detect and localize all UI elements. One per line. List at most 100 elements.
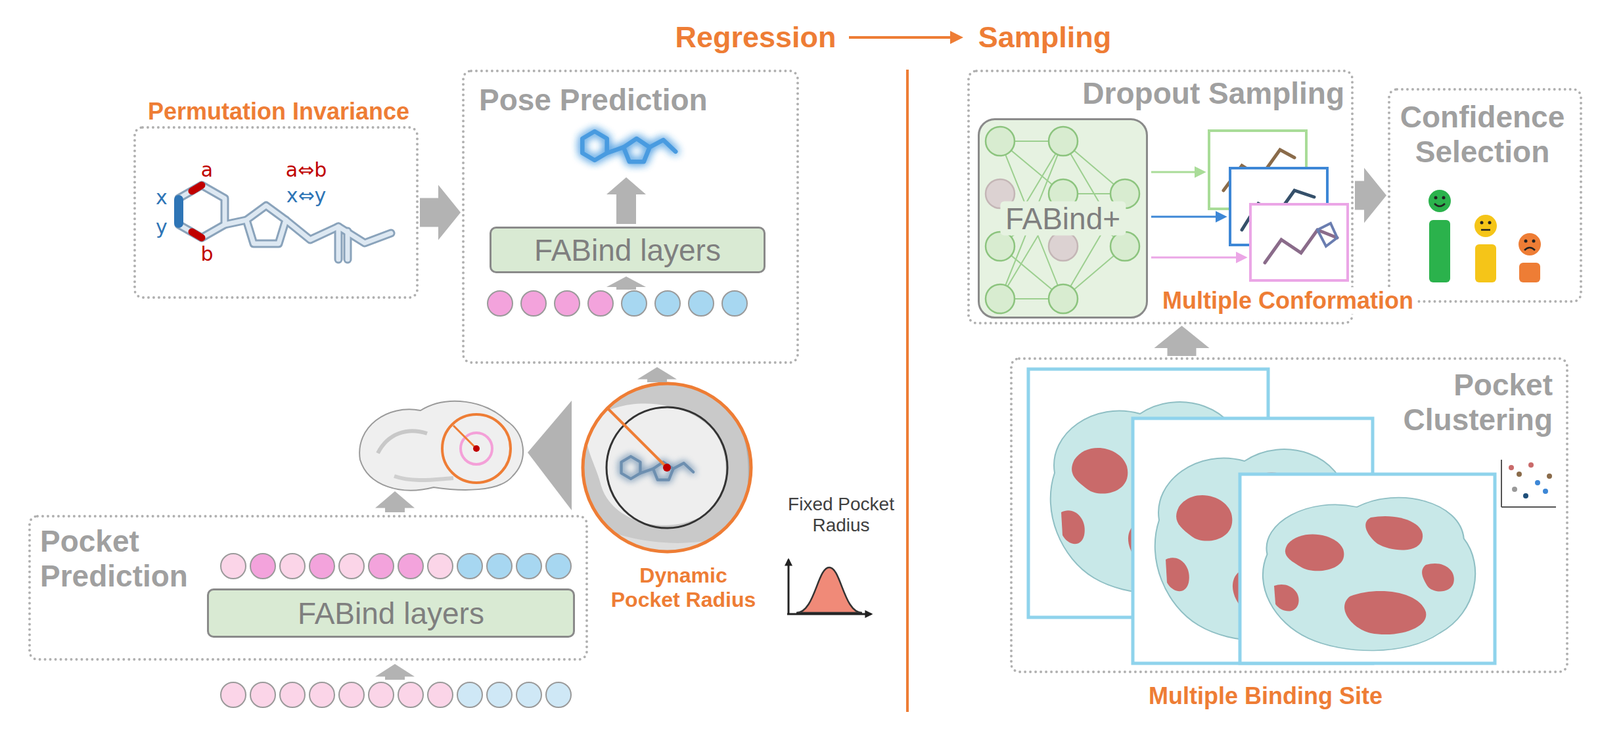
layer-box: FABind layers xyxy=(206,588,575,639)
token xyxy=(368,682,394,708)
molecule-illustration-part-part xyxy=(178,185,225,238)
confidence-icon-part xyxy=(1524,239,1528,244)
sample-arrow xyxy=(1151,256,1246,259)
pose-ligand xyxy=(582,131,676,162)
dashed-panel: Confidence Selection xyxy=(1387,88,1583,303)
token xyxy=(546,553,572,579)
box-label: FABind+ xyxy=(1000,201,1126,236)
conformation-frames-part xyxy=(1317,223,1338,247)
molecule-illustration-part-part xyxy=(246,205,286,244)
dashed-panel: Dropout SamplingFABind+ xyxy=(967,69,1354,325)
scatter-icon-part xyxy=(1542,488,1549,495)
model-box: FABind+ xyxy=(977,118,1148,319)
dashed-panel: Permutation Invariance xyxy=(133,126,419,299)
panel-title: Dropout Sampling xyxy=(1082,76,1345,112)
scatter-icon-part xyxy=(1516,471,1522,478)
atom-label: y xyxy=(155,216,168,240)
token xyxy=(554,291,580,317)
token xyxy=(588,291,614,317)
protein-surface-part xyxy=(359,401,524,491)
pocket-zoom-part xyxy=(606,407,728,529)
token xyxy=(546,682,572,708)
dashed-panel: Pocket PredictionFABind layers xyxy=(28,515,589,662)
token xyxy=(655,291,681,317)
flow-arrow xyxy=(1154,325,1210,357)
confidence-icon-part xyxy=(1524,247,1535,251)
token xyxy=(279,682,305,708)
protein-surface-part xyxy=(453,425,477,449)
pocket-zoom-part xyxy=(578,381,756,559)
divider-line xyxy=(906,69,909,713)
confidence-icon-part xyxy=(1518,233,1541,256)
neural-network xyxy=(985,126,1140,314)
molecule-illustration-part-part xyxy=(345,231,351,260)
model-fill xyxy=(979,119,1147,318)
confidence-icon-part xyxy=(1480,221,1484,225)
confidence-icon xyxy=(1428,189,1541,283)
block-arrow xyxy=(606,276,646,290)
molecule-illustration-part xyxy=(191,231,202,238)
atom-label: x xyxy=(155,186,168,210)
token xyxy=(339,682,365,708)
token xyxy=(427,553,453,579)
token xyxy=(486,553,512,579)
binding-site-frames-part xyxy=(1239,474,1495,664)
token xyxy=(309,682,335,708)
token xyxy=(250,553,276,579)
confidence-icon-part xyxy=(1488,221,1492,225)
dashed-panel: Pose PredictionFABind layers xyxy=(461,69,800,365)
molecule-illustration-part-part xyxy=(336,226,342,260)
confidence-icon-part xyxy=(1434,196,1438,200)
neuron xyxy=(1048,284,1078,314)
annotation: Dynamic Pocket Radius xyxy=(607,563,760,613)
confidence-icon-part xyxy=(1429,220,1451,283)
molecule-illustration-part-part xyxy=(334,226,343,260)
sample-arrow xyxy=(1151,216,1225,219)
molecule-illustration-part-part xyxy=(178,185,225,238)
neuron xyxy=(985,284,1015,314)
molecule-illustration-part-part xyxy=(224,220,247,225)
token xyxy=(516,553,542,579)
scatter-icon-part xyxy=(1534,480,1541,486)
pocket-zoom-part-part xyxy=(578,381,756,559)
protein-surface-part xyxy=(394,476,454,481)
dashed-panel: Pocket Clustering xyxy=(1009,357,1569,674)
binding-site-frames-part xyxy=(1262,498,1476,652)
confidence-icon-part xyxy=(1474,214,1497,238)
scatter-icon-part xyxy=(1523,493,1529,499)
molecule-illustration-part-part xyxy=(246,205,286,244)
pocket-zoom-part xyxy=(621,456,694,481)
gaussian-icon-part xyxy=(787,559,790,616)
confidence-icon-part xyxy=(1519,262,1541,283)
annotation: Multiple Binding Site xyxy=(1148,682,1383,710)
panel-title: Permutation Invariance xyxy=(116,97,441,125)
block-arrow xyxy=(606,177,646,225)
token xyxy=(516,682,542,708)
confidence-icon-part xyxy=(1428,189,1451,213)
token xyxy=(457,682,483,708)
scatter-icon-part xyxy=(1501,506,1556,508)
scatter-icon-part xyxy=(1528,462,1534,468)
gaussian-icon-part xyxy=(787,613,872,616)
swap-label: a⇔b xyxy=(285,159,328,183)
token xyxy=(621,291,647,317)
atom-label: b xyxy=(200,243,213,267)
panel-title: Pocket Clustering xyxy=(1381,367,1553,438)
token xyxy=(427,682,453,708)
block-arrow xyxy=(375,664,415,681)
flow-arrow xyxy=(419,185,461,241)
confidence-icon-part xyxy=(1434,203,1445,207)
token xyxy=(279,553,305,579)
confidence-icon-part xyxy=(1481,229,1491,232)
box-label: FABind layers xyxy=(534,232,721,268)
molecule-illustration-part xyxy=(174,199,184,224)
token xyxy=(398,682,424,708)
token-row xyxy=(220,291,748,708)
token xyxy=(220,682,246,708)
neuron xyxy=(1048,231,1078,261)
panel-title: Pose Prediction xyxy=(479,82,708,118)
annotation: Multiple Conformation xyxy=(1158,287,1418,315)
protein-surface xyxy=(359,401,524,491)
